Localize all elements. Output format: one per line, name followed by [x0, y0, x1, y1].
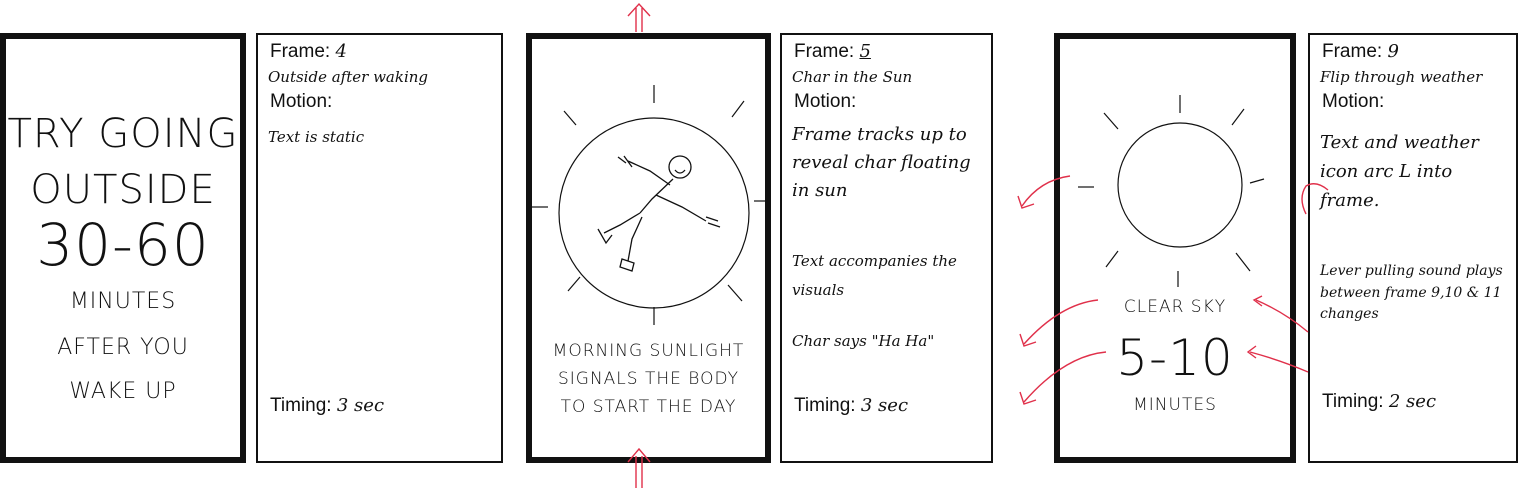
frame-label: Frame: [1322, 41, 1383, 62]
screen-line-5: AFTER YOU [57, 335, 189, 360]
frame-number: 9 [1387, 41, 1399, 62]
motion-label: Motion: [794, 91, 857, 112]
arc-left-arrow-label-icon [1019, 295, 1309, 347]
frame-5-notes: Frame: 5 Char in the Sun Motion: Frame t… [780, 33, 993, 463]
frame-description: Char in the Sun [792, 68, 913, 86]
motion-text-1: Frame tracks up to reveal char floating … [792, 124, 971, 201]
frame-4-screen: TRY GOING OUTSIDE 30-60 MINUTES AFTER YO… [0, 33, 246, 463]
screen-line-1: MORNING SUNLIGHT [552, 341, 745, 361]
motion-text-3: Char says "Ha Ha" [792, 332, 935, 350]
frame-4-notes: Frame: 4 Outside after waking Motion: Te… [256, 33, 503, 463]
motion-text-2: Lever pulling sound plays between frame … [1320, 263, 1503, 323]
sun-rays-icon [1078, 95, 1265, 287]
screen-line-2: SIGNALS THE BODY [557, 369, 740, 389]
screen-line-3: 30-60 [36, 211, 210, 279]
frame-description: Outside after waking [268, 68, 428, 86]
screen-line-4: MINUTES [69, 289, 177, 314]
timing-value: 2 sec [1388, 391, 1437, 412]
timing-label: Timing: [794, 395, 856, 416]
sun-weather-icon [1078, 95, 1265, 287]
motion-text-2: Text accompanies the visuals [792, 252, 957, 299]
frame-label: Frame: [270, 41, 331, 62]
sun-character-illustration [532, 85, 768, 325]
screen-line-1: TRY GOING [7, 111, 239, 157]
sun-rays-icon [532, 85, 768, 325]
screen-line-3: TO START THE DAY [560, 397, 737, 417]
frame-number: 5 [859, 41, 871, 62]
timing-label: Timing: [1322, 391, 1384, 412]
duration-unit: MINUTES [1133, 395, 1217, 415]
timing-value: 3 sec [336, 395, 385, 416]
duration-range: 5-10 [1116, 329, 1234, 387]
frame-label: Frame: [794, 41, 855, 62]
timing-label: Timing: [270, 395, 332, 416]
track-up-arrow-bottom-icon [627, 447, 651, 488]
motion-label: Motion: [270, 91, 333, 112]
arc-left-arrow-sun-icon [1017, 175, 1329, 215]
sun-circle [1117, 122, 1243, 248]
motion-text: Text is static [268, 128, 365, 146]
frame-description: Flip through weather [1320, 68, 1483, 86]
screen-line-2: OUTSIDE [30, 167, 216, 213]
timing-value: 3 sec [860, 395, 909, 416]
frame-number: 4 [335, 41, 347, 62]
arc-left-arrow-number-icon [1019, 345, 1309, 405]
floating-character-icon [597, 155, 721, 272]
frame-9-screen: CLEAR SKY 5-10 MINUTES [1054, 33, 1296, 463]
motion-label: Motion: [1322, 91, 1385, 112]
screen-line-6: WAKE UP [69, 379, 177, 404]
weather-label: CLEAR SKY [1123, 297, 1227, 317]
motion-text-1: Text and weather icon arc L into frame. [1320, 132, 1479, 211]
track-up-arrow-top-icon [627, 2, 651, 32]
frame-9-notes: Frame: 9 Flip through weather Motion: Te… [1308, 33, 1518, 463]
